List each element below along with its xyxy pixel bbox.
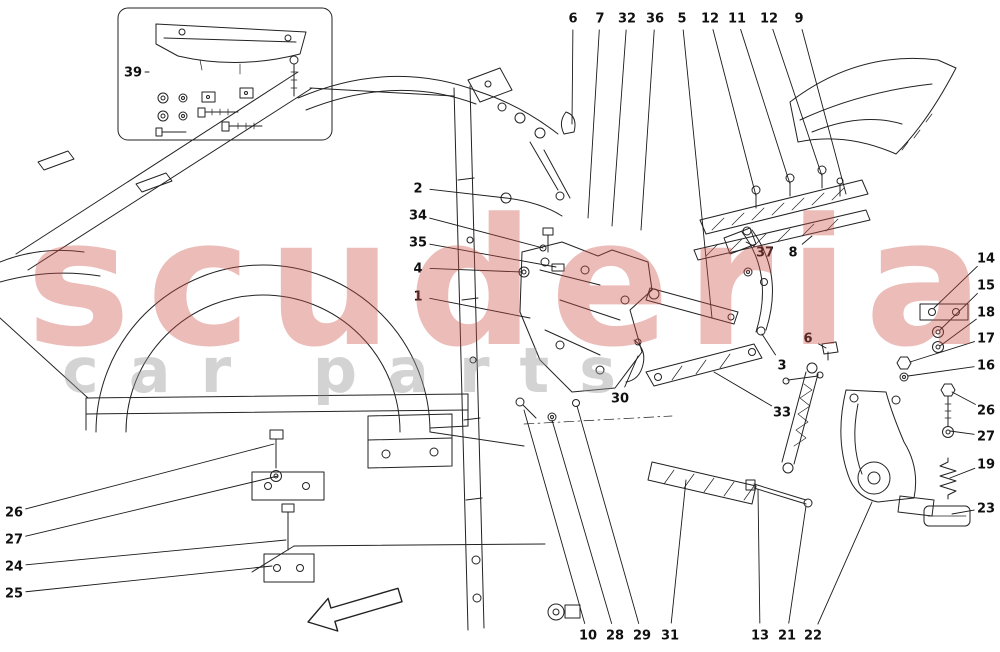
lower-slide-rail	[647, 461, 757, 505]
callout-37-28: 37	[756, 246, 774, 261]
leader-line-36-3	[640, 29, 655, 231]
callout-19-26: 19	[977, 458, 995, 473]
leader-line-26-15	[25, 443, 275, 510]
leader-line-2-10	[429, 188, 507, 199]
callout-34-11: 34	[409, 209, 427, 224]
top-right-rails	[693, 165, 871, 261]
callout-12-5: 12	[701, 12, 719, 27]
callout-26-24: 26	[977, 404, 995, 419]
callout-36-3: 36	[646, 12, 664, 27]
leader-line-7-1	[587, 29, 600, 219]
callout-23-27: 23	[977, 502, 995, 517]
center-pillar	[453, 85, 581, 631]
right-pivot-bracket	[745, 389, 935, 517]
callout-25-18: 25	[5, 587, 23, 602]
leader-line-31-37	[670, 479, 687, 624]
callout-33-32: 33	[773, 406, 791, 421]
callout-10-34: 10	[579, 629, 597, 644]
leader-line-11-6	[740, 28, 791, 185]
gas-strut	[781, 362, 819, 474]
leader-line-26-24	[951, 391, 976, 405]
inset-detail-box	[117, 7, 333, 141]
leader-line-14-19	[933, 265, 978, 309]
leader-line-8-29	[801, 235, 813, 245]
callout-15-20: 15	[977, 279, 995, 294]
leader-line-27-16	[25, 475, 279, 537]
middle-support-arm	[645, 341, 839, 387]
callout-12-7: 12	[760, 12, 778, 27]
leader-line-23-27	[951, 509, 975, 515]
callout-35-12: 35	[409, 236, 427, 251]
leader-line-22-40	[817, 501, 873, 625]
leader-line-15-20	[939, 292, 978, 331]
leader-line-34-11	[429, 217, 544, 249]
leader-line-4-13	[429, 268, 523, 273]
leader-line-29-36	[576, 405, 640, 624]
leader-line-18-21	[939, 318, 977, 347]
callout-5-4: 5	[677, 12, 686, 27]
leader-line-5-4	[682, 29, 713, 319]
leader-line-35-12	[429, 243, 557, 268]
soft-top-fabric	[789, 57, 957, 155]
callout-6-0: 6	[568, 12, 577, 27]
callout-17-22: 17	[977, 332, 995, 347]
leader-line-28-35	[551, 419, 613, 624]
callout-27-16: 27	[5, 533, 23, 548]
callout-39-9: 39	[124, 66, 142, 81]
leader-line-21-39	[788, 505, 807, 624]
frame-rails	[85, 393, 673, 573]
leader-line-12-5	[712, 29, 757, 197]
leader-line-17-22	[909, 341, 976, 363]
leader-line-30-33	[624, 355, 639, 388]
leader-line-13-38	[757, 489, 761, 624]
sill-fasteners	[263, 429, 315, 583]
callout-31-37: 31	[661, 629, 679, 644]
callout-22-40: 22	[804, 629, 822, 644]
callout-27-25: 27	[977, 430, 995, 445]
callout-8-29: 8	[788, 246, 797, 261]
leader-line-10-34	[523, 409, 586, 624]
leader-line-9-8	[801, 29, 847, 195]
leader-line-32-2	[611, 29, 627, 227]
callout-21-39: 21	[778, 629, 796, 644]
leader-line-6-31	[818, 343, 827, 349]
leader-line-16-23	[907, 366, 975, 377]
callout-7-1: 7	[595, 12, 604, 27]
leader-line-6-0	[571, 29, 574, 125]
callout-2-10: 2	[413, 182, 422, 197]
leader-line-24-17	[25, 539, 287, 566]
callout-3-30: 3	[777, 359, 786, 374]
callout-13-38: 13	[751, 629, 769, 644]
callout-24-17: 24	[5, 560, 23, 575]
callout-28-35: 28	[606, 629, 624, 644]
callout-29-36: 29	[633, 629, 651, 644]
leader-line-3-30	[761, 333, 776, 356]
car-body-outline	[0, 71, 525, 447]
callout-11-6: 11	[728, 12, 746, 27]
leader-line-12-7	[772, 28, 823, 177]
leader-line-33-32	[713, 371, 773, 407]
callout-32-2: 32	[618, 12, 636, 27]
header-mechanism	[297, 67, 576, 217]
direction-arrow-icon	[307, 587, 403, 632]
leader-line-19-26	[949, 467, 976, 479]
callout-9-8: 9	[794, 12, 803, 27]
leader-line-1-14	[429, 297, 531, 319]
leader-line-25-18	[25, 565, 273, 593]
callout-6-31: 6	[803, 332, 812, 347]
right-hardware-column	[896, 303, 971, 527]
curved-link-arm	[723, 226, 773, 336]
main-hinge-bracket	[515, 227, 739, 422]
callout-4-13: 4	[413, 262, 422, 277]
callout-18-21: 18	[977, 306, 995, 321]
leader-line-27-25	[949, 430, 975, 435]
callout-30-33: 30	[611, 392, 629, 407]
callout-1-14: 1	[413, 290, 422, 305]
callout-14-19: 14	[977, 252, 995, 267]
leader-line-37-28	[745, 241, 755, 247]
callout-16-23: 16	[977, 359, 995, 374]
callout-26-15: 26	[5, 506, 23, 521]
